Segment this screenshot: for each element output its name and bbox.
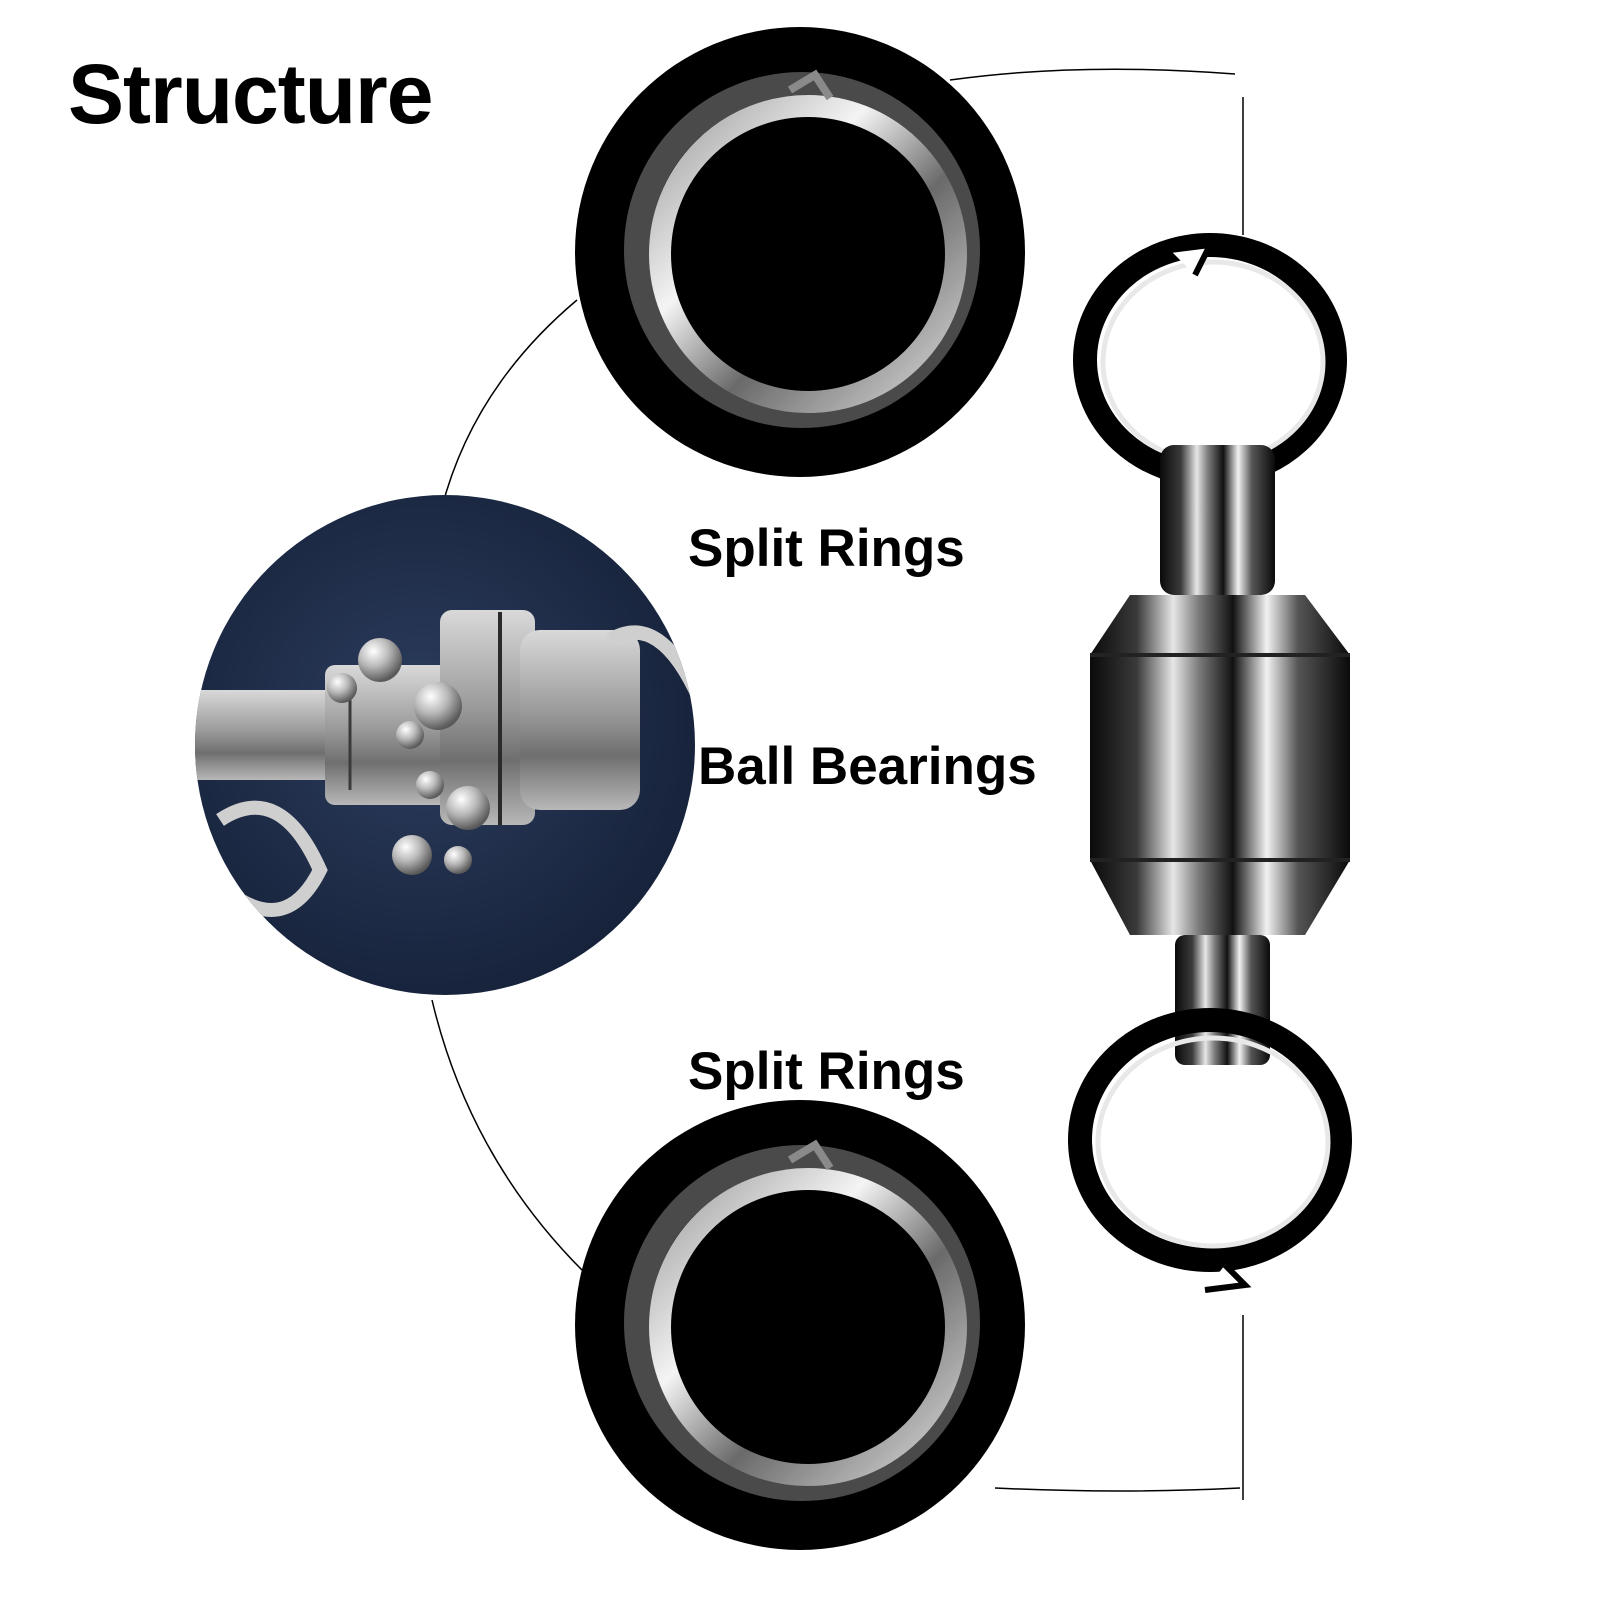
split-ring-icon	[575, 27, 1025, 477]
split-rings-top-label: Split Rings	[688, 519, 965, 578]
arc-connector-left	[439, 299, 578, 516]
leader-bottom	[994, 1487, 1241, 1492]
leader-top	[949, 68, 1236, 81]
split-rings-bottom-label: Split Rings	[688, 1042, 965, 1101]
ball-bearings-label: Ball Bearings	[698, 737, 1037, 796]
connector-lines	[431, 68, 1244, 1500]
split-ring-icon	[575, 1100, 1025, 1550]
ball-bearing-swivel-icon	[1068, 233, 1352, 1293]
page-title: Structure	[68, 47, 433, 141]
arc-connector-left-lower	[431, 999, 588, 1276]
ball-bearing-icon	[195, 495, 695, 995]
